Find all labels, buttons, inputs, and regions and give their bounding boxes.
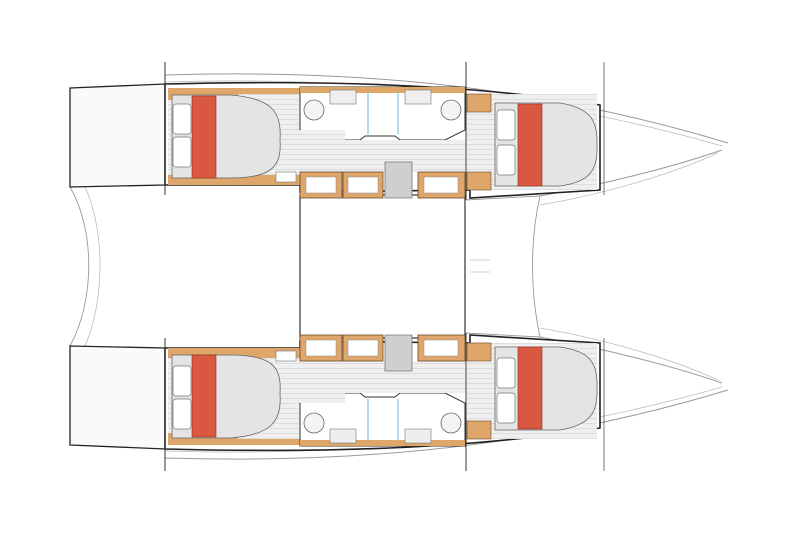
- starboard-hull: [69, 327, 729, 472]
- port-hull: [69, 61, 729, 206]
- bridgedeck: [69, 186, 541, 347]
